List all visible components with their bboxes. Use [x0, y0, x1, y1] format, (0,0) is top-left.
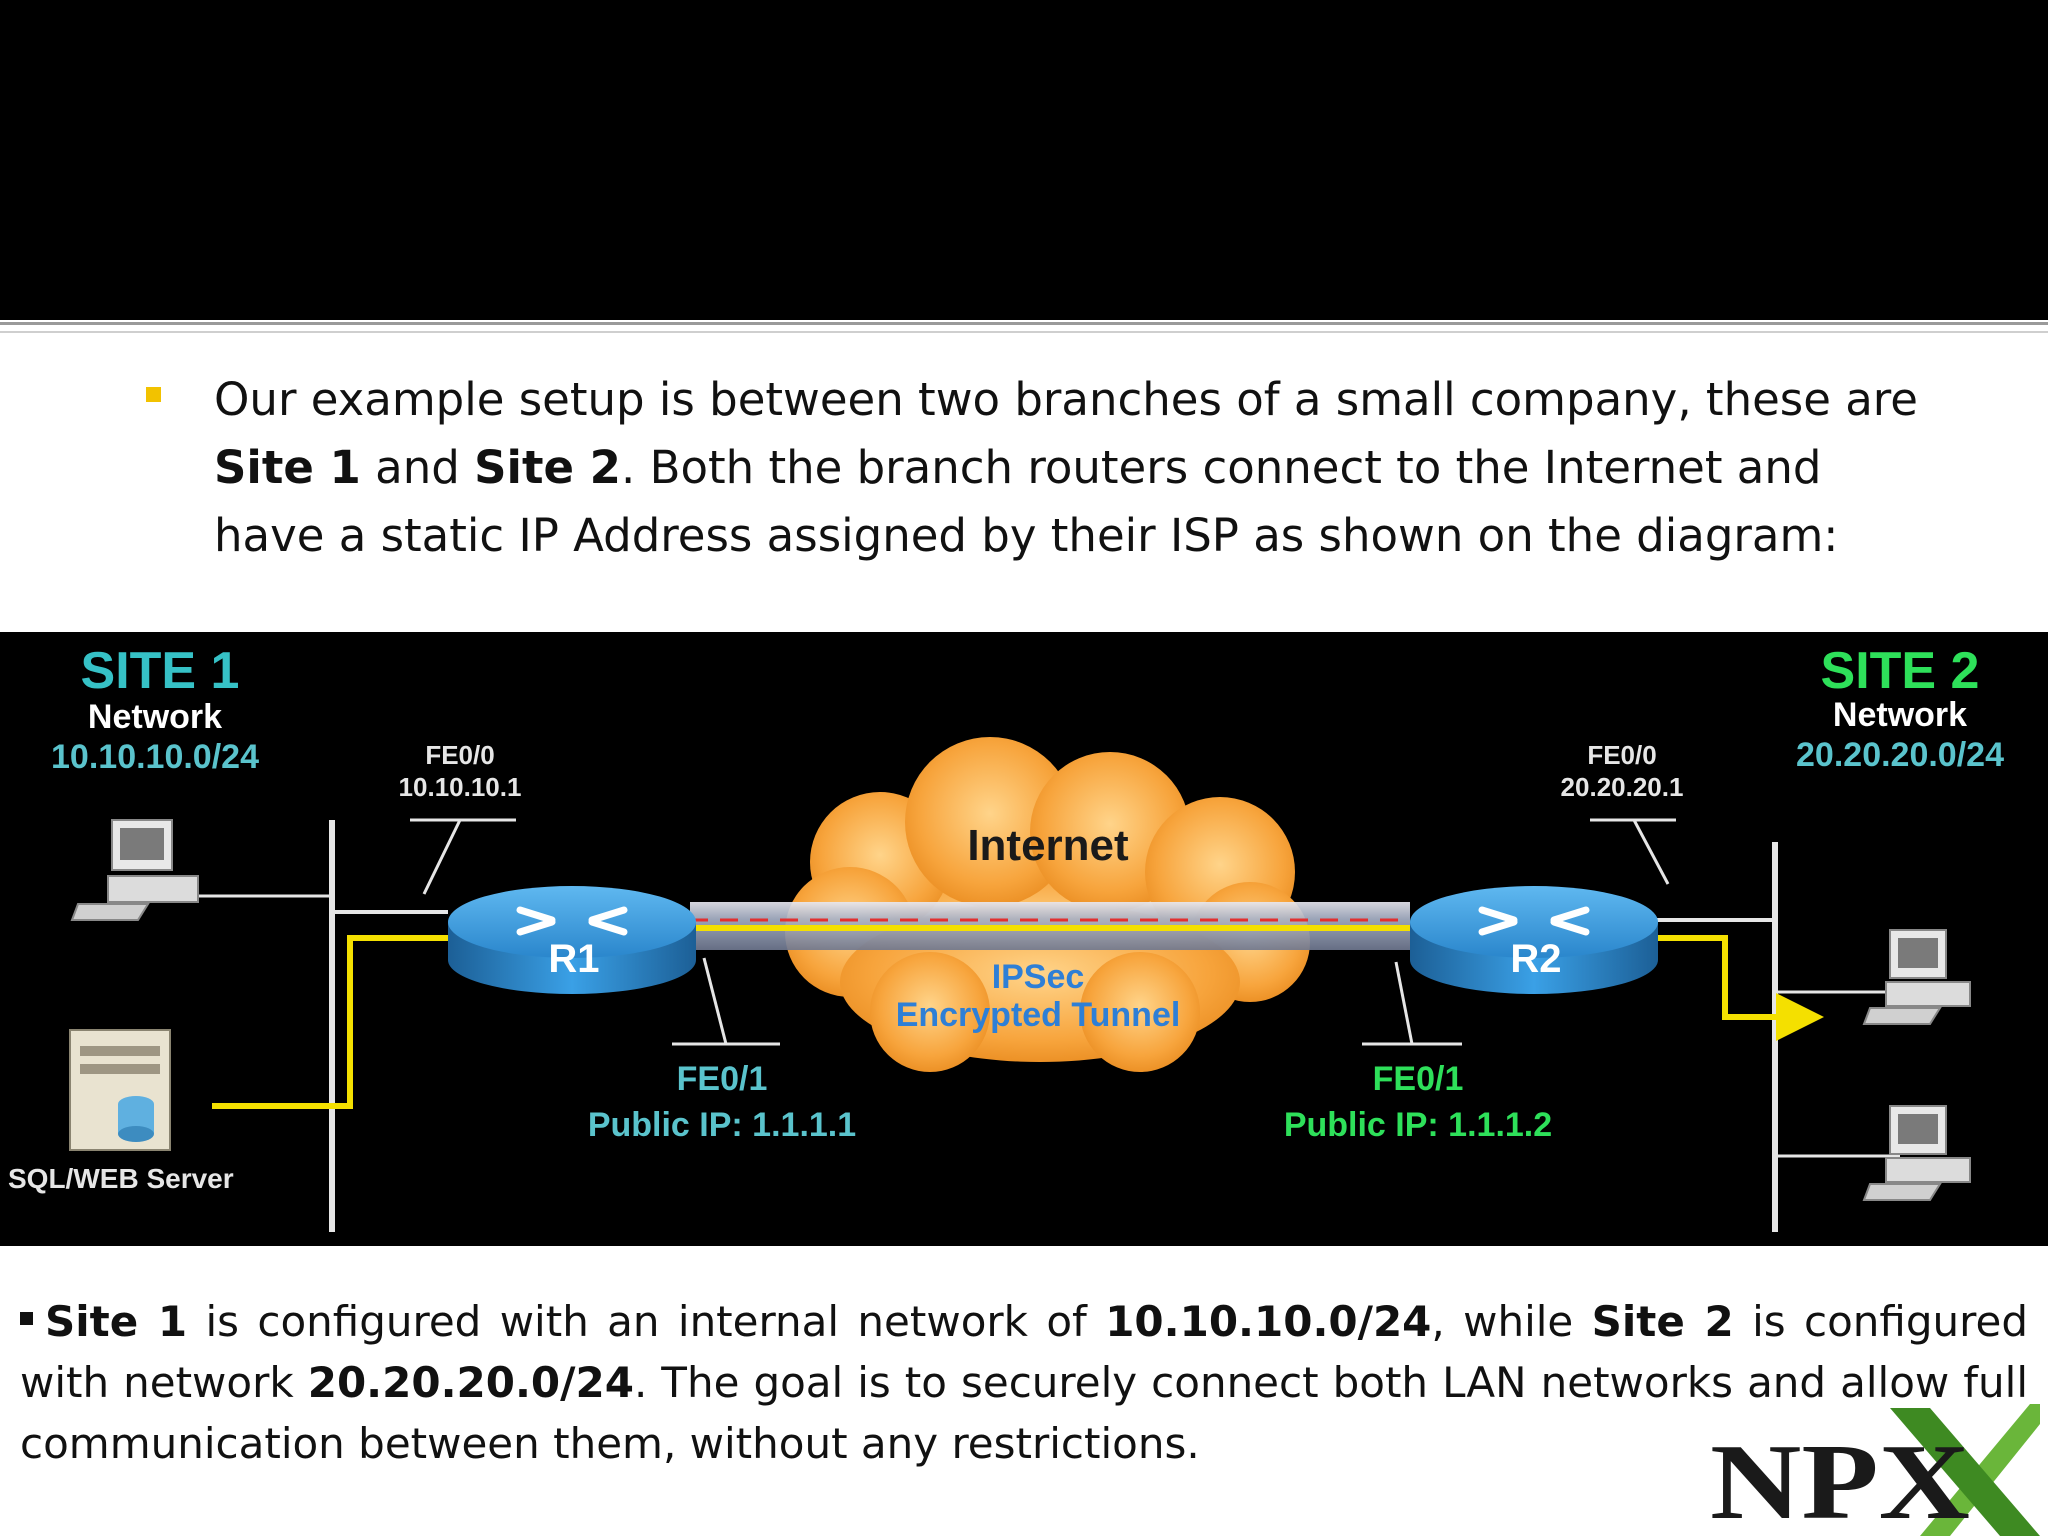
r1-name: R1 [548, 937, 599, 981]
summary-paragraph: Site 1 is configured with an internal ne… [20, 1291, 2028, 1474]
summary-text: is configured with network [20, 1297, 2028, 1407]
site1-subtitle: Network [88, 698, 222, 736]
site2-title: SITE 2 [1821, 642, 1980, 700]
server-label: SQL/WEB Server [8, 1163, 234, 1194]
site1-lan [180, 820, 448, 1232]
intro-text: . Both the branch routers connect to the… [214, 441, 1839, 562]
network-diagram: SITE 1 Network 10.10.10.0/24 SITE 2 Netw… [0, 632, 2048, 1246]
internet-label: Internet [967, 821, 1129, 870]
intro-text: Our example setup is between two branche… [214, 373, 1918, 426]
router-r1-icon [448, 886, 696, 994]
r2-fe00-label: FE0/0 [1587, 740, 1656, 770]
interface-callouts [410, 818, 1676, 1046]
divider-rule-thin [0, 331, 2048, 333]
r1-fe01-label: FE0/1 [677, 1060, 768, 1098]
npx-logo: NPX [1710, 1404, 2040, 1536]
summary-net2: 20.20.20.0/24 [307, 1358, 634, 1407]
summary-site1: Site 1 [45, 1297, 188, 1346]
bullet-square-icon [146, 387, 161, 402]
computer-icon [1862, 929, 1971, 1025]
summary-net1: 10.10.10.0/24 [1105, 1297, 1432, 1346]
site1-network: 10.10.10.0/24 [51, 738, 259, 776]
bullet-square-icon [20, 1312, 33, 1325]
tunnel-label-line2: Encrypted Tunnel [896, 996, 1181, 1034]
site2-lan [1655, 842, 1900, 1232]
r1-public-ip: Public IP: 1.1.1.1 [588, 1106, 856, 1144]
server-icon [69, 1029, 171, 1151]
computer-icon [1862, 1105, 1971, 1201]
summary-text: . The goal is to securely connect both L… [20, 1358, 2028, 1468]
r2-fe01-label: FE0/1 [1373, 1060, 1464, 1098]
site2-network: 20.20.20.0/24 [1796, 736, 2004, 774]
ipsec-tunnel [690, 902, 1410, 950]
intro-site2: Site 2 [474, 441, 621, 494]
site1-title: SITE 1 [81, 642, 240, 700]
intro-text: and [360, 441, 475, 494]
r2-name: R2 [1510, 937, 1561, 981]
router-r2-icon [1410, 886, 1658, 994]
summary-text: , while [1431, 1297, 1592, 1346]
site2-subtitle: Network [1833, 696, 1967, 734]
tunnel-label-line1: IPSec [992, 958, 1085, 996]
logo-text: NPX [1710, 1423, 1970, 1536]
intro-site1: Site 1 [214, 441, 361, 494]
r2-fe00-ip: 20.20.20.1 [1561, 772, 1684, 802]
divider-rule [0, 322, 2048, 325]
r1-fe00-label: FE0/0 [425, 740, 494, 770]
summary-site2: Site 2 [1591, 1297, 1734, 1346]
r1-fe00-ip: 10.10.10.1 [399, 772, 522, 802]
intro-paragraph: Our example setup is between two branche… [214, 366, 1934, 570]
summary-text: is configured with an internal network o… [187, 1297, 1106, 1346]
computer-icon [70, 819, 199, 921]
title-band [0, 0, 2048, 320]
r2-public-ip: Public IP: 1.1.1.2 [1284, 1106, 1552, 1144]
